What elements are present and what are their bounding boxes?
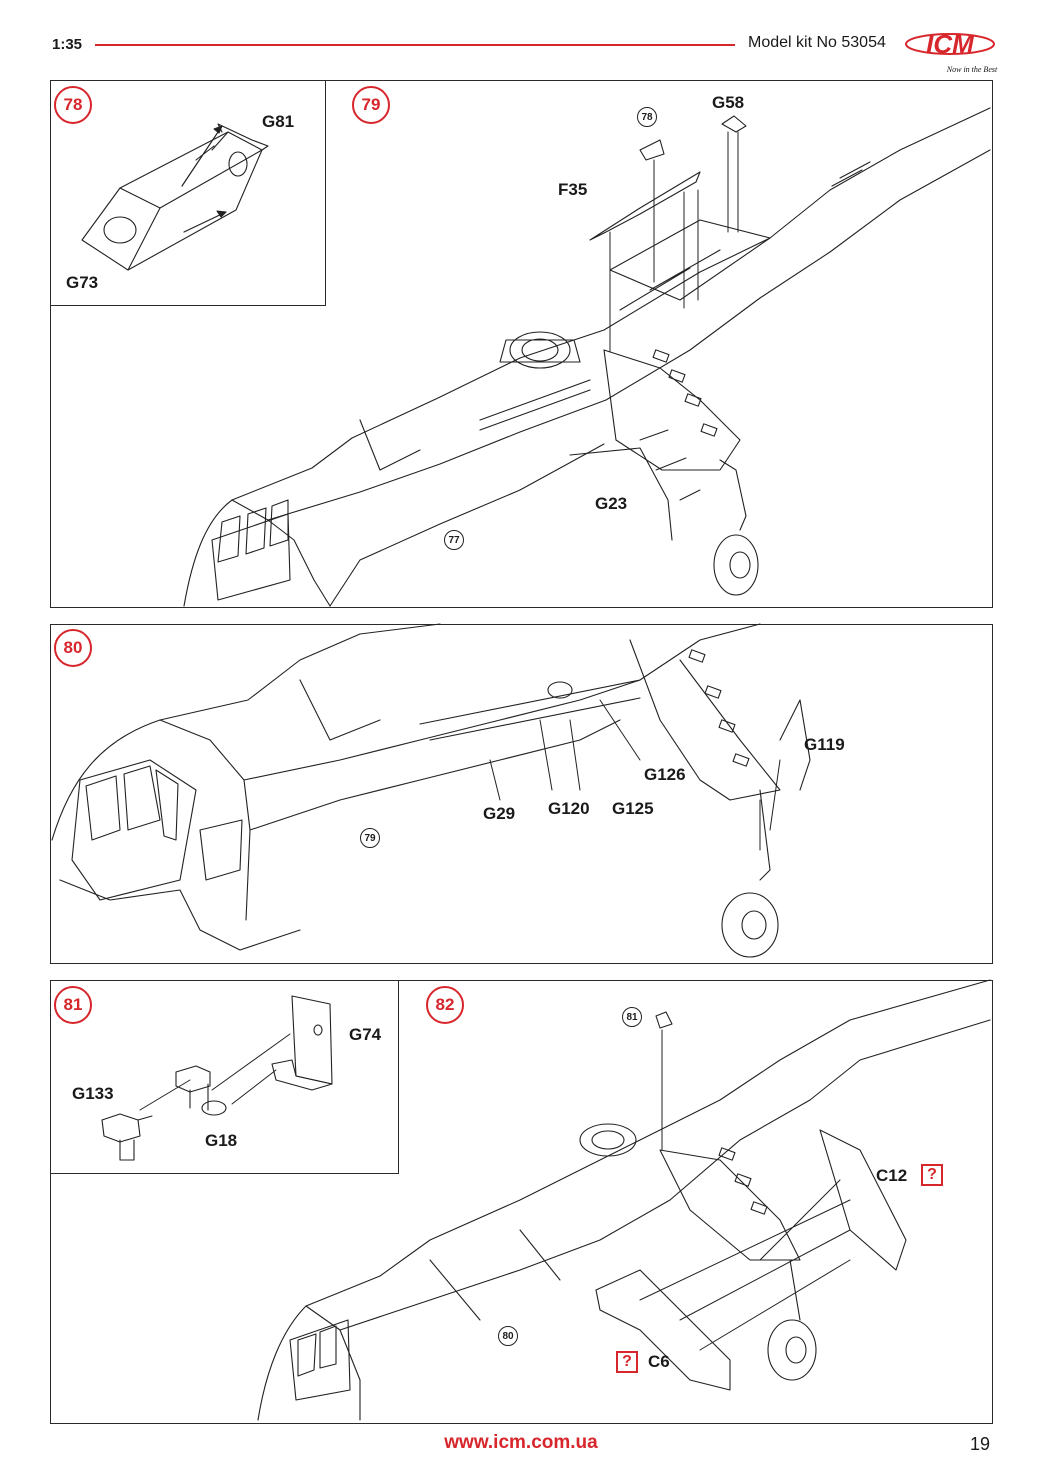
arrow-g81b — [183, 211, 227, 233]
part-g74-drawing — [271, 995, 333, 1091]
part-label-g133: G133 — [72, 1084, 114, 1103]
part-label-g23: G23 — [595, 494, 628, 513]
panel-step-80 — [50, 624, 993, 964]
step-number-79: 79 — [352, 86, 390, 124]
part-label-g119: G119 — [804, 735, 845, 754]
step-number-81: 81 — [54, 986, 92, 1024]
part-label-c6: C6 — [648, 1352, 670, 1371]
logo-text: ICM — [926, 29, 975, 59]
logo-slogan: Now in the Best — [946, 65, 998, 74]
step-reference-78: 78 — [637, 107, 657, 127]
part-label-c12: C12 — [876, 1166, 908, 1185]
part-label-g73: G73 — [66, 273, 99, 292]
scale-label: 1:35 — [52, 36, 83, 53]
part-label-g18: G18 — [205, 1131, 238, 1150]
step-reference-81: 81 — [622, 1007, 642, 1027]
part-label-g120: G120 — [548, 799, 590, 818]
step-reference-79: 79 — [360, 828, 380, 848]
part-label-g126: G126 — [644, 765, 686, 784]
panel-step-81 — [50, 980, 399, 1174]
part-g133-drawing — [101, 1065, 227, 1161]
part-label-g81: G81 — [262, 112, 295, 131]
step-reference-80: 80 — [498, 1326, 518, 1346]
website-link[interactable]: www.icm.com.ua — [444, 1432, 598, 1453]
page-number: 19 — [970, 1434, 991, 1454]
part-label-g125: G125 — [612, 799, 654, 818]
icm-logo: ICM Now in the Best — [902, 24, 998, 76]
part-label-f35: F35 — [558, 180, 588, 199]
option-mark-c6: ? — [616, 1351, 638, 1373]
step-reference-77: 77 — [444, 530, 464, 550]
fuselage-step-82 — [257, 979, 991, 1421]
fuselage-step-80 — [51, 623, 811, 958]
step-number-78: 78 — [54, 86, 92, 124]
panel-step-79 — [50, 80, 993, 608]
fuselage-step-79 — [183, 107, 991, 607]
arrow-g81 — [181, 125, 223, 187]
part-label-g29: G29 — [483, 804, 516, 823]
part-g73-drawing — [81, 123, 269, 271]
step-number-82: 82 — [426, 986, 464, 1024]
part-label-g74: G74 — [349, 1025, 382, 1044]
kit-number: Model kit No 53054 — [748, 34, 886, 51]
step-number-80: 80 — [54, 629, 92, 667]
option-mark-c12: ? — [921, 1164, 943, 1186]
header-rule — [95, 44, 735, 46]
part-label-g58: G58 — [712, 93, 745, 112]
